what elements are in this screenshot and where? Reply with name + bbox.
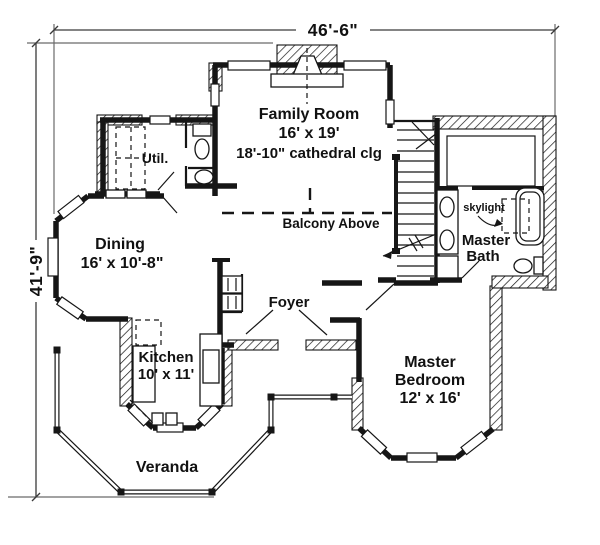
cabinet bbox=[436, 255, 459, 279]
kitchen-size: 10' x 11' bbox=[138, 366, 194, 383]
veranda-label: Veranda bbox=[136, 459, 198, 476]
family-room-label: Family Room bbox=[259, 106, 359, 123]
foyer-closet bbox=[221, 275, 243, 312]
window bbox=[210, 83, 220, 107]
windows bbox=[47, 60, 488, 463]
toilet bbox=[194, 169, 214, 185]
width-dimension-label: 46'-6" bbox=[308, 20, 358, 40]
master-bath-label-2: Bath bbox=[466, 248, 499, 265]
door-swings bbox=[105, 121, 480, 336]
toilet bbox=[194, 138, 210, 160]
sink bbox=[192, 123, 212, 137]
height-dimension-label: 41'-9" bbox=[26, 246, 46, 296]
window bbox=[227, 60, 271, 71]
sink bbox=[439, 196, 455, 218]
kitchen-fixtures bbox=[129, 319, 223, 426]
dining-size: 16' x 10'-8" bbox=[81, 255, 164, 272]
platform bbox=[446, 135, 536, 187]
window bbox=[343, 60, 387, 71]
master-bath-label-1: Master bbox=[462, 232, 511, 249]
bathtub bbox=[515, 187, 545, 246]
window bbox=[55, 296, 85, 320]
room-labels: Family Room 16' x 19' 18'-10" cathedral … bbox=[81, 106, 511, 476]
washer-dryer bbox=[115, 126, 146, 190]
window bbox=[406, 452, 438, 463]
veranda-railing bbox=[53, 346, 352, 496]
master-bath-fixtures bbox=[436, 135, 545, 279]
window bbox=[360, 428, 388, 456]
refrigerator bbox=[135, 319, 162, 346]
utility-label: Util. bbox=[142, 150, 168, 166]
range bbox=[202, 349, 220, 384]
window bbox=[47, 237, 59, 277]
window bbox=[57, 194, 85, 220]
window bbox=[460, 430, 488, 456]
fireplace bbox=[270, 48, 344, 104]
balcony-above-line bbox=[222, 188, 392, 215]
skylight-outline bbox=[501, 198, 530, 234]
balcony-above-label: Balcony Above bbox=[282, 216, 380, 231]
dining-label: Dining bbox=[95, 236, 145, 253]
master-bedroom-size: 12' x 16' bbox=[400, 390, 461, 407]
family-room-size: 16' x 19' bbox=[279, 125, 340, 142]
toilet-tank bbox=[533, 256, 544, 275]
master-bedroom-label-2: Bedroom bbox=[395, 372, 465, 389]
foyer-leader bbox=[245, 309, 274, 335]
window bbox=[149, 115, 171, 125]
stairs bbox=[382, 129, 447, 277]
window bbox=[127, 403, 151, 427]
master-bedroom-label-1: Master bbox=[404, 354, 456, 371]
foyer-label: Foyer bbox=[269, 294, 310, 311]
foyer-leader bbox=[298, 309, 328, 336]
counter bbox=[132, 345, 156, 403]
family-room-ceiling: 18'-10" cathedral clg bbox=[236, 145, 382, 162]
sink-basin bbox=[165, 412, 178, 426]
dimension-lines: 46'-6" 41'-9" bbox=[8, 20, 560, 502]
sink bbox=[439, 229, 455, 251]
bifold-door bbox=[105, 189, 126, 199]
skylight-label: skylight bbox=[463, 202, 505, 214]
bifold-door bbox=[126, 189, 147, 199]
stair-direction-arrow bbox=[382, 229, 447, 257]
window bbox=[385, 99, 395, 125]
sink-basin bbox=[151, 412, 164, 426]
window bbox=[197, 403, 221, 427]
half-bath-fixtures bbox=[192, 123, 214, 185]
kitchen-label: Kitchen bbox=[138, 349, 193, 366]
toilet bbox=[513, 258, 533, 274]
